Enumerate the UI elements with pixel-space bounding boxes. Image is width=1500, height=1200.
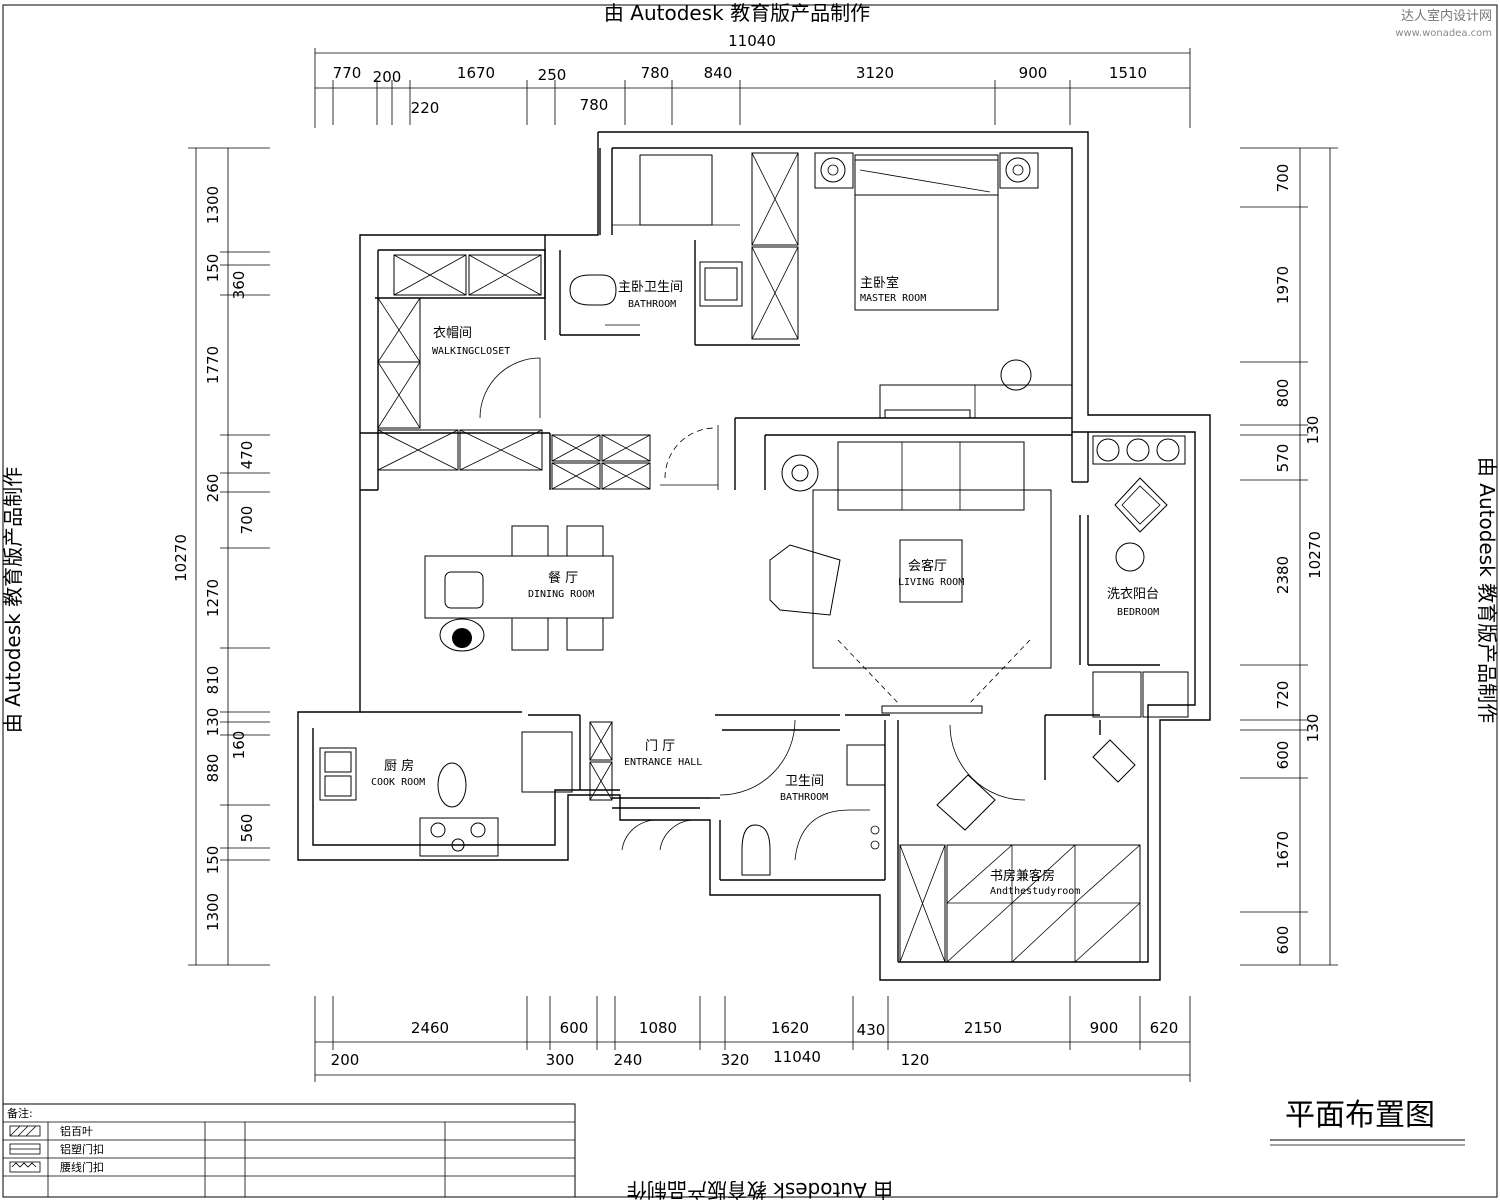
dim-right-10: 600 xyxy=(1274,926,1292,955)
dim-bottom-r2-1: 300 xyxy=(546,1051,575,1069)
dim-bottom-5: 2150 xyxy=(964,1019,1002,1037)
dim-bottom-1: 600 xyxy=(560,1019,589,1037)
notes-table: 备注: 铝百叶 铝塑门扣 腰线门扣 xyxy=(2,1103,576,1198)
dim-top-2: 1670 xyxy=(457,64,495,82)
dim-left-2: 360 xyxy=(230,271,248,300)
label-closet: 衣帽间 xyxy=(433,325,472,341)
dim-bottom-6: 900 xyxy=(1090,1019,1119,1037)
dim-left-4: 470 xyxy=(238,441,256,470)
notes-header: 备注: xyxy=(7,1106,33,1120)
furniture xyxy=(319,152,1189,963)
dim-left-10: 160 xyxy=(230,731,248,760)
dim-bottom-4: 430 xyxy=(857,1021,886,1039)
dim-left-0: 1300 xyxy=(204,186,222,224)
left-dimensions: 10270 1300 150 360 1770 470 260 700 1270… xyxy=(172,147,270,966)
label-bath: 卫生间 xyxy=(785,774,824,789)
dim-left-13: 150 xyxy=(204,846,222,875)
label-master: 主卧室 xyxy=(860,275,899,291)
label-master-en: MASTER ROOM xyxy=(860,293,926,304)
label-living-en: LIVING ROOM xyxy=(898,577,964,588)
dim-left-7: 1270 xyxy=(204,579,222,617)
notes-row-2: 腰线门扣 xyxy=(60,1160,104,1174)
dim-bottom-r2-4: 120 xyxy=(901,1051,930,1069)
dim-left-8: 810 xyxy=(204,666,222,695)
label-dining-en: DINING ROOM xyxy=(528,589,594,600)
label-balcony: 洗衣阳台 xyxy=(1107,586,1159,602)
room-labels: 主卧卫生间 BATHROOM 主卧室 MASTER ROOM 衣帽间 WALKI… xyxy=(371,275,1159,897)
dim-bottom-3: 1620 xyxy=(771,1019,809,1037)
dim-top-total: 11040 xyxy=(728,32,776,50)
label-master-bath-en: BATHROOM xyxy=(628,299,676,310)
dim-left-total: 10270 xyxy=(172,534,190,582)
brand-url: www.wonadea.com xyxy=(1395,28,1492,39)
dim-top-r2-1: 780 xyxy=(580,96,609,114)
label-kitchen-en: COOK ROOM xyxy=(371,777,425,788)
walls xyxy=(297,131,1211,981)
dim-right-3: 130 xyxy=(1304,416,1322,445)
dim-top-8: 1510 xyxy=(1109,64,1147,82)
dim-left-14: 1300 xyxy=(204,893,222,931)
label-closet-en: WALKINGCLOSET xyxy=(432,346,510,357)
dim-top-6: 3120 xyxy=(856,64,894,82)
watermark-left: 由 Autodesk 教育版产品制作 xyxy=(1,467,25,733)
dim-right-2: 800 xyxy=(1274,379,1292,408)
label-living: 会客厅 xyxy=(908,558,947,574)
label-master-bath: 主卧卫生间 xyxy=(618,280,683,295)
watermark-right: 由 Autodesk 教育版产品制作 xyxy=(1475,457,1499,723)
dim-top-r2-0: 220 xyxy=(411,99,440,117)
dim-bottom-r2-2: 240 xyxy=(614,1051,643,1069)
dim-bottom-2: 1080 xyxy=(639,1019,677,1037)
dim-right-7: 130 xyxy=(1304,714,1322,743)
dim-top-7: 900 xyxy=(1019,64,1048,82)
label-balcony-en: BEDROOM xyxy=(1117,607,1159,618)
brand-name: 达人室内设计网 xyxy=(1401,8,1492,24)
label-hall: 门 厅 xyxy=(645,739,675,754)
dim-left-1: 150 xyxy=(204,254,222,283)
dim-left-6: 700 xyxy=(238,506,256,535)
label-study: 书房兼客房 xyxy=(990,868,1055,884)
dim-right-5: 2380 xyxy=(1274,556,1292,594)
dim-top-5: 840 xyxy=(704,64,733,82)
dim-right-1: 1970 xyxy=(1274,266,1292,304)
notes-row-0: 铝百叶 xyxy=(60,1124,93,1138)
dim-bottom-total: 11040 xyxy=(773,1048,821,1066)
dim-left-5: 260 xyxy=(204,474,222,503)
dim-bottom-0: 2460 xyxy=(411,1019,449,1037)
dim-bottom-7: 620 xyxy=(1150,1019,1179,1037)
drawing-border xyxy=(2,4,1498,1198)
dim-bottom-r2-3: 320 xyxy=(721,1051,750,1069)
label-study-en: Andthestudyroom xyxy=(990,886,1080,897)
notes-row-1: 铝塑门扣 xyxy=(60,1142,104,1156)
dim-left-9: 130 xyxy=(204,708,222,737)
dim-top-3: 250 xyxy=(538,66,567,84)
bottom-dimensions: 2460 600 1080 1620 430 2150 900 620 1104… xyxy=(314,996,1191,1082)
label-kitchen: 厨 房 xyxy=(384,758,414,774)
dim-top-1: 200 xyxy=(373,68,402,86)
dim-right-9: 1670 xyxy=(1274,831,1292,869)
dim-right-6: 720 xyxy=(1274,681,1292,710)
drawing-title: 平面布置图 xyxy=(1285,1098,1435,1133)
right-dimensions: 10270 700 1970 800 130 570 2380 720 130 … xyxy=(1240,147,1338,966)
label-bath-en: BATHROOM xyxy=(780,792,828,803)
label-dining: 餐 厅 xyxy=(548,570,578,586)
dim-right-4: 570 xyxy=(1274,444,1292,473)
dim-right-8: 600 xyxy=(1274,741,1292,770)
dim-left-12: 560 xyxy=(238,814,256,843)
dim-left-11: 880 xyxy=(204,754,222,783)
label-hall-en: ENTRANCE HALL xyxy=(624,757,702,768)
dim-left-3: 1770 xyxy=(204,346,222,384)
dim-top-4: 780 xyxy=(641,64,670,82)
dim-top-0: 770 xyxy=(333,64,362,82)
watermark-top: 由 Autodesk 教育版产品制作 xyxy=(604,1,870,25)
dim-right-0: 700 xyxy=(1274,164,1292,193)
watermark-bottom: 由 Autodesk 教育版产品制作 xyxy=(627,1178,893,1200)
dim-bottom-r2-0: 200 xyxy=(331,1051,360,1069)
dim-right-total: 10270 xyxy=(1306,531,1324,579)
top-dimensions: 11040 770 200 1670 250 780 840 3120 900 … xyxy=(314,32,1191,128)
